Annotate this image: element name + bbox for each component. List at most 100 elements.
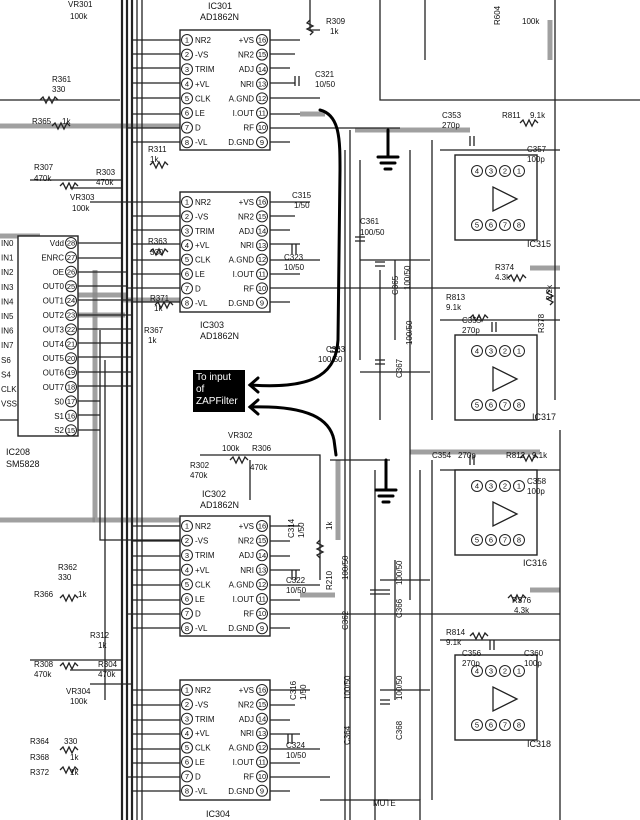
pin-circle [499,219,511,231]
label: C353 [442,111,462,120]
pin-number: 14 [258,65,266,74]
pin-number: 9 [260,786,264,795]
pin-label: +VL [195,241,210,250]
chip-part: AD1862N [200,331,239,341]
pin-number: 1 [185,36,189,45]
pin-circle [256,196,268,208]
pin-circle [181,210,193,223]
pin-label: NR2 [195,198,212,207]
pin-label: IN4 [1,297,14,306]
pin-label: CLK [195,744,211,753]
pin-circle [256,92,268,105]
lower-arrow-line [248,405,338,457]
pin-number: 16 [258,522,266,531]
pin-circle [256,210,268,223]
pin-label: CLK [195,94,211,103]
pin-circle [256,107,268,119]
pin-circle [65,424,77,437]
pin-circle [499,534,511,546]
pin-number: 3 [489,667,493,676]
label: 270p [442,121,460,130]
pin-number: 7 [185,772,189,781]
pin-number: 16 [258,36,266,45]
pin-label: D [195,772,201,781]
pin-number: 13 [258,241,266,250]
label: C355 [462,316,482,325]
pin-number: 8 [185,138,189,147]
pin-circle [256,268,268,280]
pin-number: 9 [260,624,264,633]
pin-circle [471,480,483,492]
pin-circle [485,480,497,492]
pin-circle [256,741,268,754]
pin-circle [65,280,77,293]
pin-label: TRIM [195,551,215,560]
label: 9.1k [446,303,462,312]
pin-label: OUT7 [43,383,65,392]
pin-label: OUT2 [43,311,65,320]
pin-number: 2 [503,667,507,676]
pin-circle [65,309,77,321]
pin-number: 12 [258,743,266,752]
pin-number: 8 [517,221,521,230]
pin-number: 5 [185,94,189,103]
pin-circle [65,323,77,336]
opamp-ref: IC317 [532,412,556,422]
pin-circle [471,534,483,546]
pin-number: 11 [258,270,266,279]
callout-line: To input [196,372,232,383]
pin-label: +VL [195,566,210,575]
label: R312 [90,631,110,640]
pin-label: A.GND [229,580,255,589]
pin-number: 24 [67,296,75,305]
pin-label: OUT6 [43,369,65,378]
pin-label: -VS [195,700,208,709]
pin-circle [485,345,497,357]
pin-label: I.OUT [233,595,254,604]
pin-circle [181,534,193,547]
pin-number: 1 [517,167,521,176]
opamp-ref: IC316 [523,558,547,568]
zapfilter-callout: To input of ZAPFilter [193,370,245,412]
pin-number: 22 [67,325,75,334]
pin-circle [256,698,268,711]
pin-number: 3 [489,167,493,176]
pin-label: -VL [195,299,208,308]
pin-number: 15 [258,212,266,221]
pin-circle [65,337,77,350]
pin-circle [65,366,77,379]
pin-number: 6 [185,270,189,279]
pin-circle [181,593,193,605]
label: R374 [495,263,515,272]
pin-label: VSS [1,400,17,409]
label: 1k [98,641,107,650]
pin-circle [181,622,193,635]
pin-circle [65,237,77,249]
pin-label: TRIM [195,227,215,236]
pin-circle [181,253,193,266]
pin-label: RF [243,772,254,781]
pin-circle [485,399,497,411]
pin-label: NR2 [238,537,255,546]
pin-number: 14 [258,714,266,723]
pin-label: OUT5 [43,354,65,363]
ground-symbols [374,128,400,504]
pin-circle [256,224,268,237]
label: C315 [292,191,312,200]
pin-label: +VS [239,522,254,531]
pin-circle [181,107,193,119]
callout-line: ZAPFilter [196,396,238,407]
label: 1k [150,155,159,164]
pin-number: 4 [475,667,479,676]
label: R306 [252,444,272,453]
pin-label: ADJ [239,65,254,74]
pin-number: 6 [185,109,189,118]
pin-label: +VS [239,686,254,695]
pin-label: NRI [240,566,254,575]
pin-circle [485,219,497,231]
